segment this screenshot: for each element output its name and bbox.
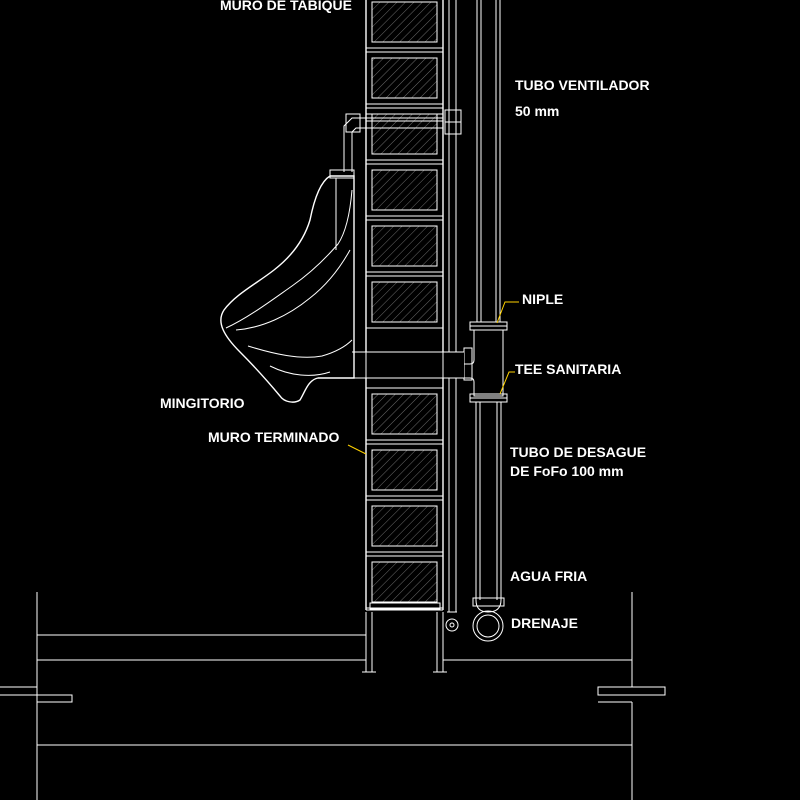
- brick-wall: [365, 0, 444, 610]
- label-agua-fria: AGUA FRIA: [510, 568, 587, 584]
- brick-hatch: [371, 225, 438, 267]
- brick-course: [365, 499, 444, 553]
- brick-course: [365, 0, 444, 49]
- urinal-supply-pipe: [343, 113, 444, 172]
- label-mingitorio: MINGITORIO: [160, 395, 245, 411]
- label-tubo-ventilador-size: 50 mm: [515, 103, 559, 119]
- urinal: [220, 169, 355, 403]
- brick-hatch: [371, 393, 438, 435]
- cold-water-pipe: [444, 0, 462, 632]
- brick-course: [365, 163, 444, 217]
- label-tee-sanitaria: TEE SANITARIA: [515, 361, 621, 377]
- brick-courses: [365, 0, 444, 609]
- brick-course: [365, 107, 444, 161]
- brick-course: [365, 51, 444, 105]
- label-tubo-ventilador: TUBO VENTILADOR: [515, 77, 650, 93]
- label-tubo-desague-spec: DE FoFo 100 mm: [510, 463, 624, 479]
- floor-slab: [0, 592, 666, 800]
- brick-hatch: [371, 1, 438, 43]
- brick-course: [365, 275, 444, 329]
- brick-course: [365, 555, 444, 609]
- nipple-fitting: [469, 321, 508, 331]
- brick-hatch: [371, 57, 438, 99]
- sanitary-tee: [442, 329, 508, 403]
- vent-pipe: [476, 0, 501, 322]
- brick-hatch: [371, 169, 438, 211]
- brick-course: [365, 387, 444, 441]
- label-drenaje: DRENAJE: [511, 615, 578, 631]
- brick-course: [365, 443, 444, 497]
- brick-hatch: [371, 449, 438, 491]
- brick-hatch: [371, 505, 438, 547]
- label-muro-terminado: MURO TERMINADO: [208, 429, 340, 445]
- brick-hatch: [371, 561, 438, 603]
- label-muro-tabique: MURO DE TABIQUE: [220, 0, 352, 13]
- drain-pipe: [472, 402, 505, 642]
- brick-hatch: [371, 281, 438, 323]
- brick-hatch: [371, 113, 438, 155]
- label-tubo-desague: TUBO DE DESAGUE: [510, 444, 646, 460]
- urinal-drain-branch: [352, 351, 464, 379]
- brick-course: [365, 219, 444, 273]
- leader-lines: [347, 301, 519, 455]
- label-niple: NIPLE: [522, 291, 563, 307]
